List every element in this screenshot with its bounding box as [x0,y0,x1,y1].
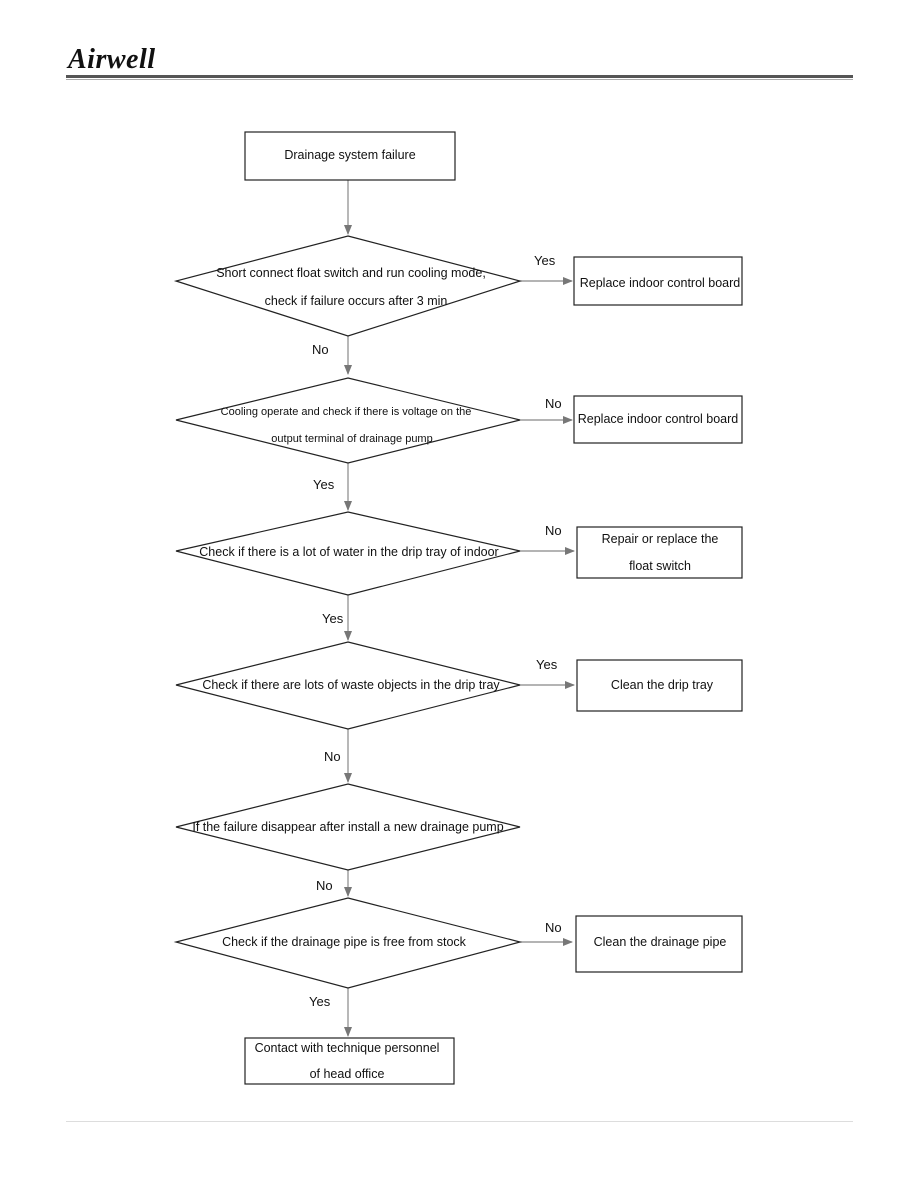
decision-diamond-1 [173,235,523,337]
result-4-text: Clean the drip tray [611,678,714,692]
start-text: Drainage system failure [284,148,415,162]
decision-diamond-6 [173,897,523,989]
result-3-line1: Repair or replace the [602,532,719,546]
result-1-text: Replace indoor control board [580,276,741,290]
decision-diamond-4 [175,641,521,730]
decision-1-line1: Short connect float switch and run cooli… [216,266,486,280]
result-box-4 [576,659,743,712]
end-box [244,1037,455,1085]
label-d2-no: No [545,396,562,411]
decision-diamond-2 [175,377,521,464]
decision-2-line2: output terminal of drainage pump [271,433,432,445]
decision-diamond-5 [175,783,521,871]
decision-1-line2: check if failure occurs after 3 min [265,294,448,308]
label-d1-yes: Yes [534,253,556,268]
header-rule-shadow [66,79,853,80]
result-box-1 [573,256,743,306]
label-d1-no: No [312,342,329,357]
label-d5-no: No [316,878,333,893]
label-d2-yes: Yes [313,477,335,492]
decision-3-text: Check if there is a lot of water in the … [199,545,498,559]
result-2-text: Replace indoor control board [578,412,739,426]
label-d6-no: No [545,920,562,935]
result-box-2 [573,395,743,444]
label-d3-yes: Yes [322,611,344,626]
label-d4-no: No [324,749,341,764]
decision-5-text: If the failure disappear after install a… [192,820,503,834]
decision-diamond-3 [175,511,521,596]
label-d4-yes: Yes [536,657,558,672]
label-d6-yes: Yes [309,994,331,1009]
footer-rule [66,1121,853,1122]
result-6-text: Clean the drainage pipe [594,935,727,949]
label-d3-no: No [545,523,562,538]
decision-2-line1: Cooling operate and check if there is vo… [221,406,472,418]
header-rule [66,75,853,78]
result-3-line2: float switch [629,559,691,573]
end-line1: Contact with technique personnel [255,1041,440,1055]
start-box [244,131,456,181]
result-box-3 [576,526,743,579]
decision-6-text: Check if the drainage pipe is free from … [222,935,467,949]
airwell-logo: Airwell [68,44,156,75]
decision-4-text: Check if there are lots of waste objects… [202,678,500,692]
result-box-6 [575,915,743,973]
end-line2: of head office [310,1067,385,1081]
